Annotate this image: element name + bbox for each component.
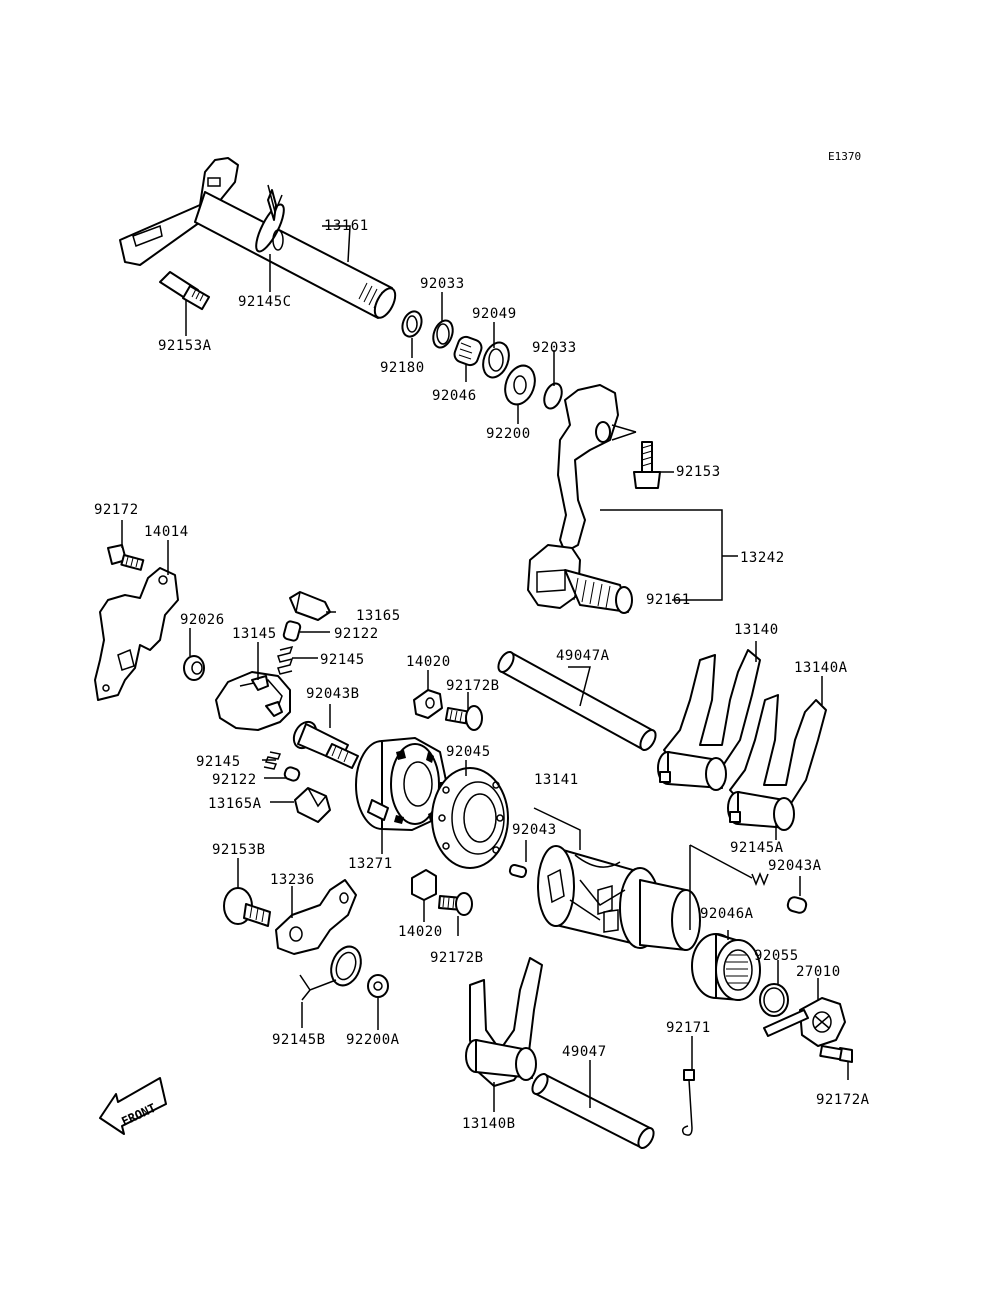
label-92172B: 92172B [446, 678, 500, 694]
bolt-92172A [819, 1044, 853, 1063]
cam-13145 [215, 671, 291, 731]
label-13165A: 13165A [208, 796, 262, 812]
needle-bearing-92046 [453, 335, 483, 367]
label-92153: 92153 [676, 464, 721, 480]
label-92200A: 92200A [346, 1032, 400, 1048]
part-labels: 13161 92145C 92153A 92033 92049 92180 92… [94, 218, 870, 1132]
label-27010: 27010 [796, 964, 841, 980]
fork-13140A [727, 694, 827, 831]
pin-92122 [282, 620, 302, 642]
shift-drum-13141 [537, 845, 701, 951]
label-13161: 13161 [324, 218, 369, 234]
label-49047A: 49047A [556, 648, 610, 664]
label-92200: 92200 [486, 426, 531, 442]
collar-92026 [183, 655, 205, 681]
label-92122: 92122 [334, 626, 379, 642]
fork-13140B [465, 957, 543, 1087]
label-13140B: 13140B [462, 1116, 516, 1132]
label-92055: 92055 [754, 948, 799, 964]
shift-pedal-13242 [527, 384, 637, 614]
label-92026: 92026 [180, 612, 225, 628]
label-92033b: 92033 [532, 340, 577, 356]
label-13271: 13271 [348, 856, 393, 872]
callout-bracket-13242 [600, 509, 738, 601]
pin-92122b [283, 766, 301, 782]
label-92172: 92172 [94, 502, 139, 518]
label-92046: 92046 [432, 388, 477, 404]
label-14014: 14014 [144, 524, 189, 540]
pawl-13165 [289, 591, 331, 621]
bolt-92172Bb [437, 892, 473, 916]
label-92046A: 92046A [700, 906, 754, 922]
clamp-92171 [681, 1069, 695, 1136]
label-92033: 92033 [420, 276, 465, 292]
label-92145B: 92145B [272, 1032, 326, 1048]
pawl-13165A [294, 787, 331, 823]
label-92153B: 92153B [212, 842, 266, 858]
label-13141: 13141 [534, 772, 579, 788]
label-92145A: 92145A [730, 840, 784, 856]
label-49047: 49047 [562, 1044, 607, 1060]
label-92172A: 92172A [816, 1092, 870, 1108]
label-92145: 92145 [320, 652, 365, 668]
label-92122b: 92122 [212, 772, 257, 788]
diagram-code: E1370 [828, 150, 861, 163]
guide-14020 [413, 689, 443, 719]
label-14020b: 14020 [398, 924, 443, 940]
washer-92200 [504, 364, 536, 406]
label-92172Bb: 92172B [430, 950, 484, 966]
label-92043B: 92043B [306, 686, 360, 702]
label-13242: 13242 [740, 550, 785, 566]
lever-13236 [275, 879, 357, 955]
guide-14020b [411, 869, 437, 901]
needle-bearing-92046A [691, 933, 761, 1001]
washer-92180 [401, 310, 423, 338]
o-ring-92055 [759, 983, 789, 1017]
label-13140A: 13140A [794, 660, 848, 676]
spring-92145A [751, 871, 769, 887]
washer-92200A [367, 974, 389, 998]
label-92180: 92180 [380, 360, 425, 376]
circlip-92033 [432, 319, 454, 349]
label-13236: 13236 [270, 872, 315, 888]
plate-14014 [94, 567, 179, 701]
bolt-92153B [223, 887, 271, 927]
label-14020: 14020 [406, 654, 451, 670]
leader-lines [121, 225, 849, 1112]
neutral-switch-27010 [763, 997, 846, 1047]
fork-13140 [657, 649, 761, 791]
pin-92043 [508, 863, 528, 879]
spring-92145B [299, 945, 362, 1001]
label-92161: 92161 [646, 592, 691, 608]
bolt-92172B [444, 705, 483, 731]
bearing-92045 [431, 767, 509, 869]
bolt-92172 [107, 544, 145, 571]
rod-49047 [531, 1073, 655, 1149]
spring-92145 [277, 645, 294, 675]
label-92049: 92049 [472, 306, 517, 322]
shift-shaft-13161 [119, 157, 397, 319]
front-arrow-icon: FRONT [99, 1077, 167, 1135]
label-92171: 92171 [666, 1020, 711, 1036]
label-92043A: 92043A [768, 858, 822, 874]
label-13140: 13140 [734, 622, 779, 638]
label-92043: 92043 [512, 822, 557, 838]
label-13145: 13145 [232, 626, 277, 642]
label-92145C: 92145C [238, 294, 292, 310]
pin-92043B [292, 720, 359, 769]
label-92045: 92045 [446, 744, 491, 760]
label-13165: 13165 [356, 608, 401, 624]
label-92153A: 92153A [158, 338, 212, 354]
bolt-92153 [633, 441, 661, 489]
circlip-92033b [543, 382, 563, 410]
label-92145b: 92145 [196, 754, 241, 770]
pin-92043A [786, 896, 808, 914]
oil-seal-92049 [482, 341, 510, 379]
rod-49047A [497, 651, 657, 751]
pin-92153A [159, 271, 211, 311]
